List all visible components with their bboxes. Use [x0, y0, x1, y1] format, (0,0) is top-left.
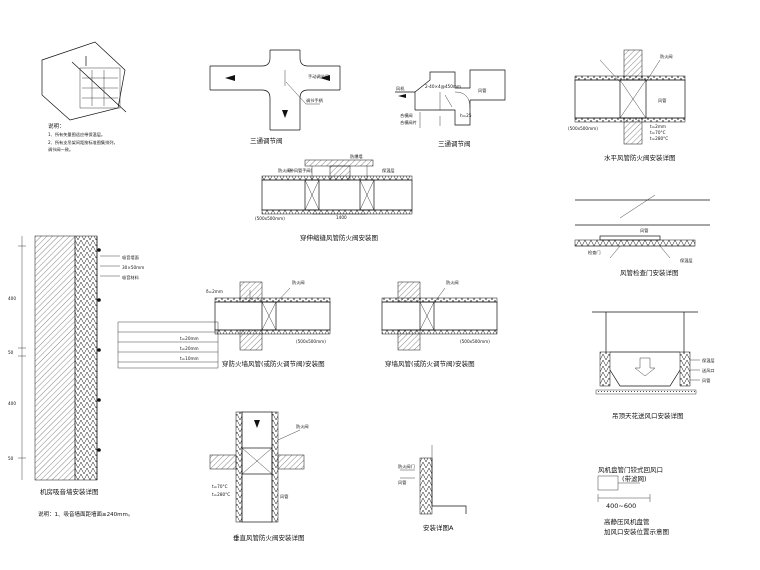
caption-c1: 三通调节阀	[250, 136, 283, 145]
detail-duct-corner	[41, 41, 127, 121]
label-d10-a: 防火阀	[296, 423, 309, 430]
label-d3-e: t=70°C	[650, 130, 666, 135]
label-d3-b: 风管	[658, 97, 666, 104]
caption-c5: 风管检查门安装详图	[620, 268, 679, 277]
notes-title: 说明：	[48, 122, 65, 130]
label-d6-c: (500x500mm)	[296, 339, 326, 344]
fc-label-1: 风机盘管门铰式回风口	[598, 465, 663, 474]
detail-access-door	[574, 194, 710, 259]
label-d4-e: (500x500mm)	[255, 216, 285, 221]
label-d2-e: 合模阀片	[400, 119, 417, 126]
note-bottom: 说明：1、吸音墙面距墙面≥240mm。	[38, 510, 133, 518]
label-d10-b: 风管	[280, 493, 288, 500]
caption-c12-line2: 加风口安装位置示意图	[604, 527, 669, 536]
caption-c12-line1: 高静压风机盘管	[604, 517, 650, 526]
label-d8-c: 风管	[702, 377, 710, 384]
caption-c11: 安装详图A	[423, 523, 454, 532]
detail-ceiling-diffuser	[592, 311, 700, 395]
caption-c2: 三通调节阀	[438, 139, 471, 148]
label-d3-c: (500x500mm)	[568, 126, 598, 131]
caption-c3: 水平风管防火阀安装详图	[604, 153, 676, 162]
caption-c12-l1: 高静压风机盘管	[604, 517, 650, 526]
label-d8-a: 保温层	[702, 357, 715, 364]
label-d8-b: 送风口	[702, 367, 715, 374]
label-d9-g: 400	[8, 296, 16, 301]
note-1: 1、所有矢量图适应带保温层。	[48, 131, 105, 138]
label-d4-d: 保温层	[382, 167, 395, 174]
label-d9-c: 30×50mm	[122, 265, 144, 270]
label-d3-f: t=280°C	[650, 136, 668, 141]
detail-acoustic-wall	[18, 235, 219, 481]
label-d4-b: 防火阀	[278, 167, 291, 174]
label-d11-a: 防火阀门	[398, 463, 415, 470]
label-d9-i: 400	[8, 401, 16, 406]
label-d9-h: 50	[8, 350, 14, 355]
label-d5-a: 检查门	[588, 249, 601, 256]
detail-a	[400, 445, 467, 515]
label-d9-a: 吸音墙面	[122, 254, 139, 261]
label-d6-b: δ=2mm	[206, 289, 223, 294]
label-d7-a: 防火阀	[446, 279, 459, 286]
label-d1-b: 调节手柄	[306, 97, 323, 104]
detail-firewall-duct	[214, 281, 331, 351]
label-d9-e: t=20mm	[180, 346, 199, 351]
label-d3-d: t=2mm	[650, 124, 666, 129]
fc-label-2: (带滤网)	[622, 474, 647, 483]
label-d2-a: 风机	[396, 85, 405, 92]
label-d2-c: 2-40×4@450mm	[425, 84, 461, 89]
caption-c7: 穿墙风管(或防火调节阀)安装图	[385, 359, 475, 368]
label-d10-c: t=70°C	[212, 484, 228, 489]
detail-fan-coil	[597, 475, 651, 502]
label-d2-d: 合模阀	[400, 112, 413, 119]
label-d11-b: 风管	[398, 479, 406, 486]
caption-c6: 穿防火墙风管(或防火调节阀)安装图	[222, 359, 325, 368]
label-d9-j: 50	[8, 456, 14, 461]
detail-tee-damper	[209, 49, 341, 131]
label-d4-c: (带风管手阀)	[288, 167, 313, 174]
label-d3-a: 防火阀	[660, 53, 673, 60]
detail-wall-duct	[381, 281, 498, 351]
caption-c12-l2: 加风口安装位置示意图	[604, 527, 669, 536]
caption-c10: 垂直风管防火阀安装详图	[233, 533, 305, 542]
detail-expansion-joint-damper	[261, 159, 413, 215]
label-d4-f: 1400	[336, 215, 347, 220]
label-d2-f: h=25	[460, 113, 472, 118]
caption-c4: 穿伸缩缝风管防火阀安装图	[300, 233, 378, 242]
label-d6-a: 防火阀	[292, 279, 305, 286]
label-d7-b: (500x500mm)	[460, 339, 490, 344]
detail-horizontal-fire-damper	[574, 49, 686, 145]
label-d10-d: t=280°C	[212, 492, 230, 497]
label-d9-f: t=10mm	[180, 356, 199, 361]
caption-c8: 吊顶天花送风口安装详图	[612, 411, 684, 420]
detail-mixing-duct	[395, 69, 506, 128]
label-d9-b: 吸音材料	[122, 274, 140, 281]
note-3: 调节阀一致。	[48, 146, 73, 153]
label-d5-c: 风管	[640, 227, 648, 234]
label-d5-b: 保温层	[680, 257, 693, 264]
label-d2-b: 风管	[478, 87, 486, 94]
detail-vertical-fire-damper	[209, 411, 305, 523]
label-d9-d: t=20mm	[180, 336, 199, 341]
note-2: 2、所有支吊架间距按标准图集排列，	[48, 139, 118, 146]
caption-c9: 机房吸音墙安装详图	[40, 487, 99, 496]
label-d1-a: 手动调节阀	[308, 73, 329, 80]
fc-dim: 400~600	[606, 502, 636, 510]
label-d4-a: 防爆墙	[350, 153, 363, 160]
